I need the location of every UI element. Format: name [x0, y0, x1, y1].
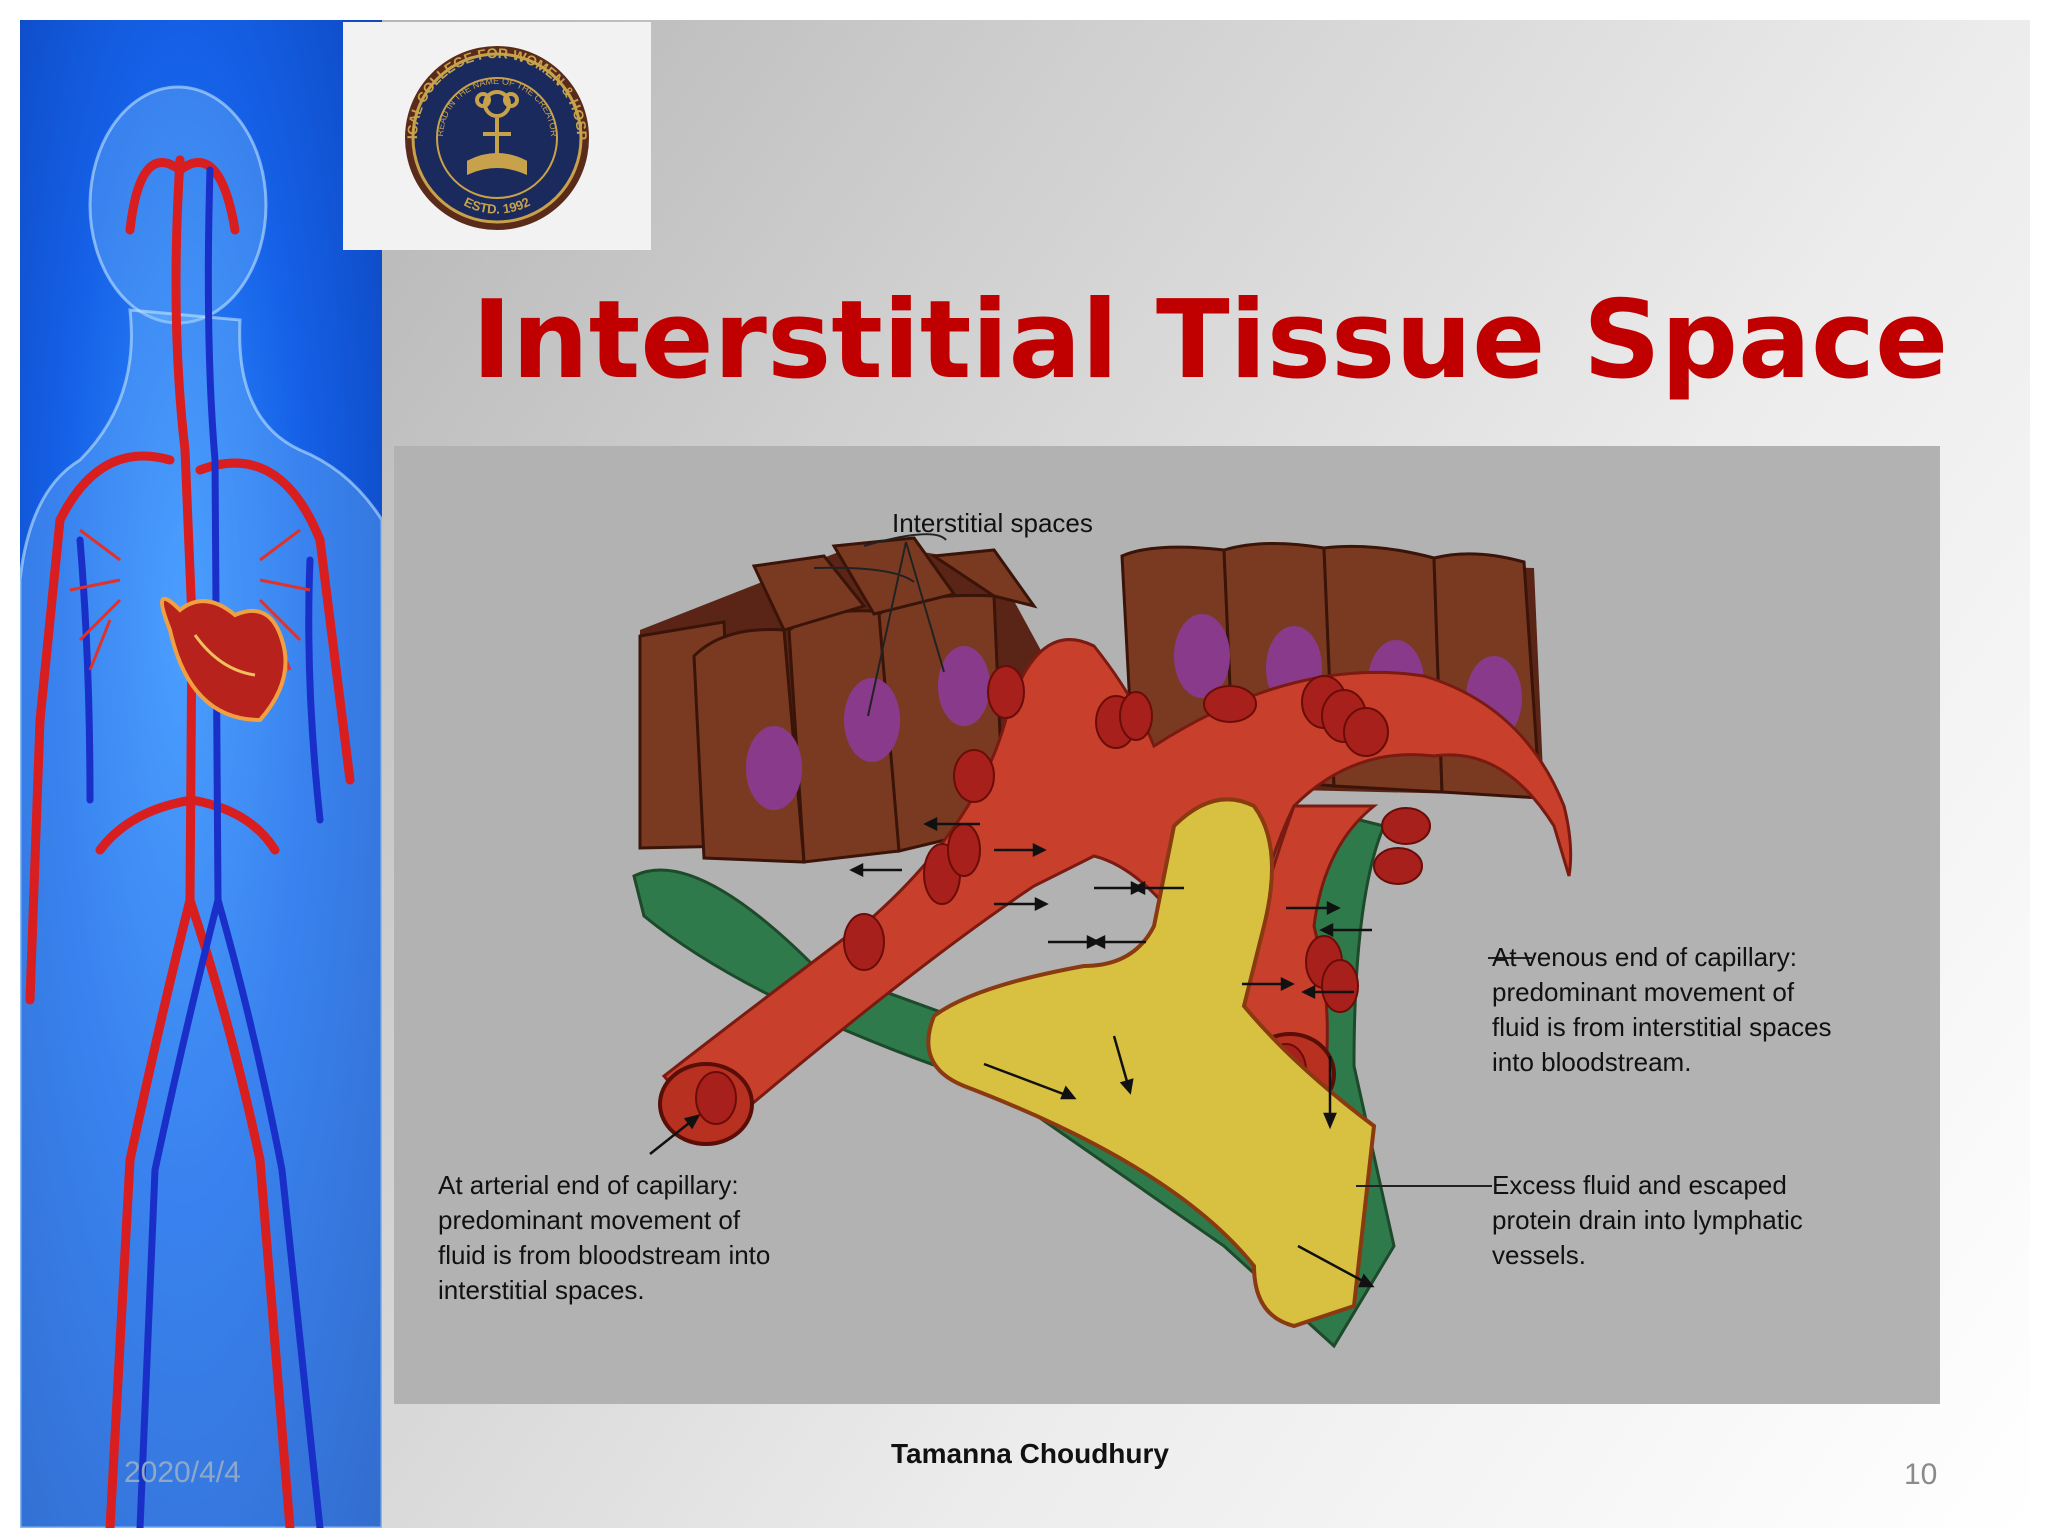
slide-date: 2020/4/4 [124, 1456, 241, 1489]
author-name: Tamanna Choudhury [891, 1438, 1169, 1469]
body-figure-graphic [20, 85, 382, 1528]
circulatory-system-illustration: 2020/4/4 [20, 20, 382, 1528]
arterial-line-2: predominant movement of [438, 1205, 741, 1235]
lymph-line-2: protein drain into lymphatic [1492, 1205, 1803, 1235]
svg-text:ESTD. 1992: ESTD. 1992 [462, 194, 533, 217]
arterial-line-1: At arterial end of capillary: [438, 1170, 739, 1200]
flower-book-emblem-icon [467, 90, 527, 176]
arterial-line-4: interstitial spaces. [438, 1275, 645, 1305]
lymphatic-vessel-inner [926, 797, 1377, 1329]
college-logo-box: MEDICAL COLLEGE FOR WOMEN & HOSPITAL REA… [337, 20, 651, 250]
label-lymphatic-drain: Excess fluid and escaped protein drain i… [1492, 1168, 1803, 1273]
label-leader-lines [813, 533, 1532, 1187]
arterial-line-3: fluid is from bloodstream into [438, 1240, 771, 1270]
venous-line-2: predominant movement of [1492, 977, 1795, 1007]
slide: 2020/4/4 MEDICAL COLLEGE FOR WOMEN & HOS… [20, 20, 2030, 1528]
lymph-line-1: Excess fluid and escaped [1492, 1170, 1787, 1200]
venous-line-4: into bloodstream. [1492, 1047, 1692, 1077]
college-seal-logo: MEDICAL COLLEGE FOR WOMEN & HOSPITAL REA… [337, 20, 590, 230]
venous-line-1: At venous end of capillary: [1492, 942, 1797, 972]
label-venous-end: At venous end of capillary: predominant … [1492, 940, 1832, 1080]
page-number: 10 [1904, 1458, 1938, 1491]
venous-line-3: fluid is from interstitial spaces [1492, 1012, 1832, 1042]
heart-icon [160, 596, 288, 723]
label-arterial-end: At arterial end of capillary: predominan… [438, 1168, 770, 1308]
label-interstitial-spaces: Interstitial spaces [892, 508, 1093, 538]
slide-title: Interstitial Tissue Space [471, 278, 1949, 403]
lymph-line-3: vessels. [1492, 1240, 1586, 1270]
interstitial-diagram: Interstitial spaces At venous end of cap… [394, 446, 1940, 1404]
logo-established-text: ESTD. 1992 [462, 194, 533, 217]
flow-arrows [649, 816, 1375, 1288]
capillary-tissue-illustration [632, 533, 1573, 1349]
